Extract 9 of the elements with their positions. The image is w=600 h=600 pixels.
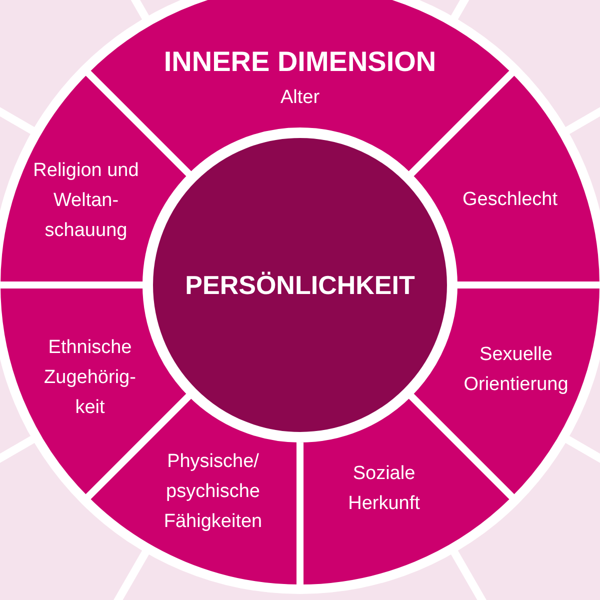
segment-label: Ethnische Zugehörig-keit xyxy=(43,336,137,420)
segment-label: Physische/ psychische Fähigkeiten xyxy=(162,450,264,534)
segment-heading: INNERE DIMENSION xyxy=(162,48,438,76)
segment-label: Religion und Weltan-schauung xyxy=(32,159,140,243)
center-label: PERSÖNLICHKEIT xyxy=(185,272,415,298)
segment-label: Soziale Herkunft xyxy=(347,462,421,516)
segment-label: Geschlecht xyxy=(461,188,559,212)
segment-label: Alter xyxy=(279,86,321,110)
segment-label: Sexuelle Orientierung xyxy=(462,343,570,397)
